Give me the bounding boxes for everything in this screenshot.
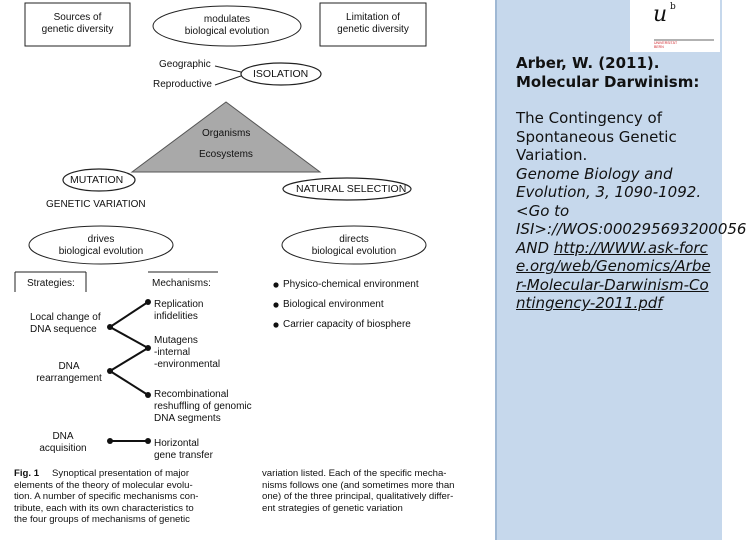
- logo-tagline: UNIVERSITÄT BERN: [654, 41, 678, 49]
- environment-item: Biological environment: [283, 299, 384, 310]
- mechanism-recombination: Recombinational reshuffling of genomic D…: [154, 389, 252, 424]
- logo-superscript: b: [670, 2, 676, 12]
- sources-text: Sources of genetic diversity: [41, 12, 114, 35]
- drives-text: drives biological evolution: [58, 234, 144, 257]
- strategy-acquisition: DNA acquisition: [39, 431, 87, 454]
- environment-item: Carrier capacity of biosphere: [283, 319, 411, 330]
- reference-link[interactable]: http://WWW.ask-force.org/web/Genomics/Ar…: [516, 238, 711, 313]
- limitation-text: Limitation of genetic diversity: [337, 12, 409, 35]
- strategies-header: Strategies:: [27, 278, 75, 289]
- reference-journal: Genome Biology and Evolution, 3, 1090-10…: [516, 164, 746, 257]
- logo-glyph: u: [653, 2, 668, 27]
- directs-text: directs biological evolution: [311, 234, 397, 257]
- label-isolation: ISOLATION: [253, 68, 309, 80]
- ellipse-isolation: [240, 62, 322, 86]
- ellipse-drives: [28, 225, 174, 265]
- mechanism-replication: Replication infidelities: [154, 299, 204, 322]
- box-sources: [24, 2, 131, 47]
- triangle-organisms: [130, 101, 322, 173]
- mechanism-mutagens: Mutagens -internal -environmental: [154, 335, 221, 370]
- synoptical-figure: Sources of genetic diversity modulates b…: [14, 2, 455, 526]
- figure-diagram: [14, 2, 427, 444]
- label-geographic: Geographic: [159, 59, 211, 70]
- label-natural-selection: NATURAL SELECTION: [296, 183, 407, 195]
- ellipse-mutation: [62, 168, 136, 192]
- caption-col2: variation listed. Each of the specific m…: [262, 468, 455, 514]
- label-organisms: Organisms: [202, 128, 251, 139]
- ellipse-modulates: [152, 5, 302, 47]
- mechanisms-header: Mechanisms:: [152, 278, 211, 289]
- environment-item: Physico-chemical environment: [283, 279, 419, 290]
- reference-authors: Arber, W. (2011).: [516, 54, 660, 72]
- reference-text: Arber, W. (2011). Molecular Darwinism: T…: [516, 54, 746, 313]
- reference-title-bold: Molecular Darwinism:: [516, 72, 700, 91]
- reference-panel: [495, 0, 722, 540]
- caption-col1: Synoptical presentation of major element…: [14, 468, 199, 526]
- strategy-local-change: Local change of DNA sequence: [30, 312, 101, 335]
- university-logo: u b UNIVERSITÄT BERN: [630, 0, 720, 52]
- ellipse-directs: [281, 225, 427, 265]
- ellipse-natural-selection: [282, 177, 412, 201]
- reference-title: The Contingency of Spontaneous Genetic V…: [516, 109, 677, 164]
- label-reproductive: Reproductive: [153, 79, 212, 90]
- label-mutation: MUTATION: [70, 174, 124, 186]
- strategy-rearrangement: DNA rearrangement: [36, 361, 102, 384]
- mechanism-horizontal-transfer: Horizontal gene transfer: [154, 438, 213, 461]
- logo-mark: [630, 0, 720, 52]
- caption-fig-label: Fig. 1: [14, 468, 40, 479]
- label-genetic-variation: GENETIC VARIATION: [46, 199, 146, 210]
- label-ecosystems: Ecosystems: [199, 149, 253, 160]
- box-limitation: [319, 2, 427, 47]
- modulates-text: modulates biological evolution: [184, 14, 270, 37]
